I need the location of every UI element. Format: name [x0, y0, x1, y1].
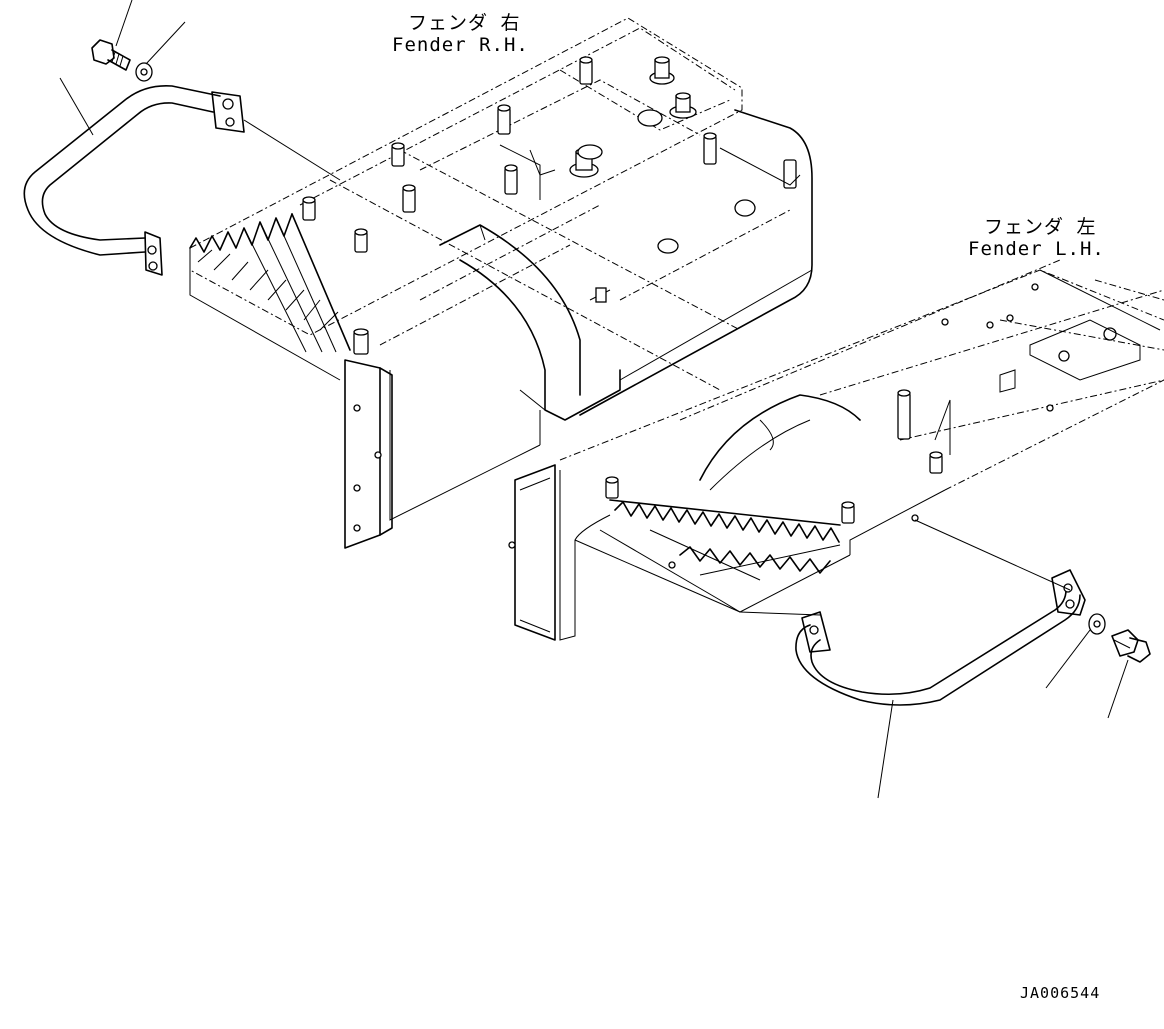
drawing-code: JA006544: [1020, 984, 1101, 1002]
washer-rh: [135, 62, 153, 82]
handrail-lh: [795, 569, 1086, 706]
fender-lh: [508, 259, 1164, 641]
fender-rh: [189, 17, 813, 549]
fender-lh-label-en: Fender L.H.: [968, 238, 1105, 260]
fender-rh-label-jp: フェンダ 右: [408, 12, 521, 34]
boss-group-lh: [605, 283, 1117, 569]
bolt-rh: [91, 39, 131, 71]
fender-lh-label-jp: フェンダ 左: [984, 216, 1097, 238]
bolt-lh: [1111, 629, 1151, 663]
washer-lh: [1088, 613, 1106, 635]
boss-group-rh: [302, 56, 797, 355]
handrail-rh: [23, 84, 245, 276]
fender-rh-label-en: Fender R.H.: [392, 34, 529, 56]
